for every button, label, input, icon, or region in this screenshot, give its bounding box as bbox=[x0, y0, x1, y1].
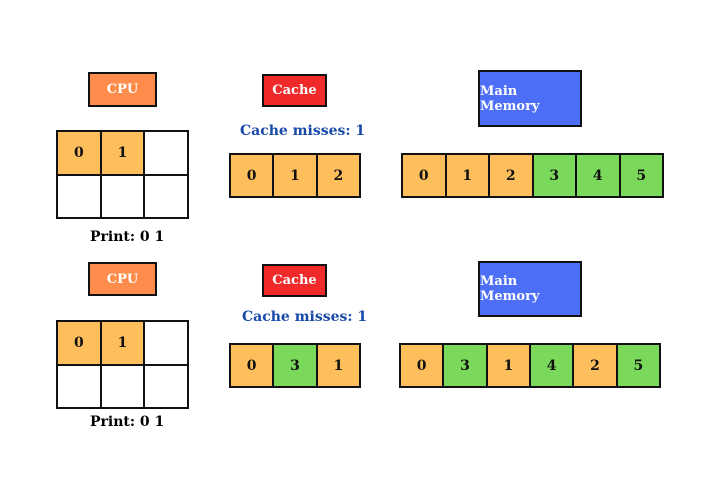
cache-misses-counter: Cache misses: 1 bbox=[242, 309, 368, 325]
memory-cell: 0 bbox=[403, 155, 447, 198]
memory-cell: 4 bbox=[530, 345, 575, 388]
print-output: Print: 0 1 bbox=[90, 229, 165, 245]
cpu-cell bbox=[145, 322, 189, 366]
memory-row: 0 3 1 4 2 5 bbox=[399, 343, 661, 388]
memory-cell: 2 bbox=[490, 155, 534, 198]
memory-cell: 3 bbox=[533, 155, 577, 198]
cache-cell: 0 bbox=[231, 345, 275, 388]
cpu-cell: 0 bbox=[58, 322, 102, 366]
cpu-register-grid: 0 1 bbox=[56, 130, 189, 219]
cpu-cell bbox=[145, 132, 189, 176]
cpu-cell bbox=[145, 365, 189, 409]
cpu-cell bbox=[101, 175, 146, 219]
cache-cell: 1 bbox=[317, 345, 361, 388]
memory-cell: 5 bbox=[620, 155, 664, 198]
memory-cell: 4 bbox=[577, 155, 621, 198]
print-output: Print: 0 1 bbox=[90, 414, 165, 430]
main-memory-box: Main Memory bbox=[478, 70, 582, 127]
memory-cell: 2 bbox=[574, 345, 618, 388]
cpu-cell bbox=[145, 175, 189, 219]
cache-cell: 3 bbox=[274, 345, 318, 388]
cpu-cell bbox=[58, 365, 102, 409]
memory-cell: 0 bbox=[401, 345, 445, 388]
cpu-cell bbox=[101, 365, 146, 409]
cpu-box: CPU bbox=[88, 262, 157, 296]
cpu-cell: 1 bbox=[101, 132, 146, 176]
memory-row: 0 1 2 3 4 5 bbox=[401, 153, 664, 198]
memory-cell: 5 bbox=[617, 345, 661, 388]
cpu-cell: 0 bbox=[58, 132, 102, 176]
cache-cell: 0 bbox=[231, 155, 275, 198]
memory-cell: 1 bbox=[446, 155, 490, 198]
cache-line-row: 0 3 1 bbox=[229, 343, 361, 388]
memory-cell: 1 bbox=[487, 345, 531, 388]
cache-cell: 2 bbox=[317, 155, 361, 198]
cache-cell: 1 bbox=[274, 155, 318, 198]
cpu-cell bbox=[58, 175, 102, 219]
cpu-cell: 1 bbox=[101, 322, 146, 366]
cache-misses-counter: Cache misses: 1 bbox=[240, 123, 366, 139]
cpu-box: CPU bbox=[88, 72, 157, 107]
cache-box: Cache bbox=[262, 74, 327, 107]
main-memory-box: Main Memory bbox=[478, 261, 582, 317]
cache-line-row: 0 1 2 bbox=[229, 153, 361, 198]
cache-box: Cache bbox=[262, 264, 327, 297]
cpu-register-grid: 0 1 bbox=[56, 320, 189, 409]
memory-cell: 3 bbox=[444, 345, 488, 388]
